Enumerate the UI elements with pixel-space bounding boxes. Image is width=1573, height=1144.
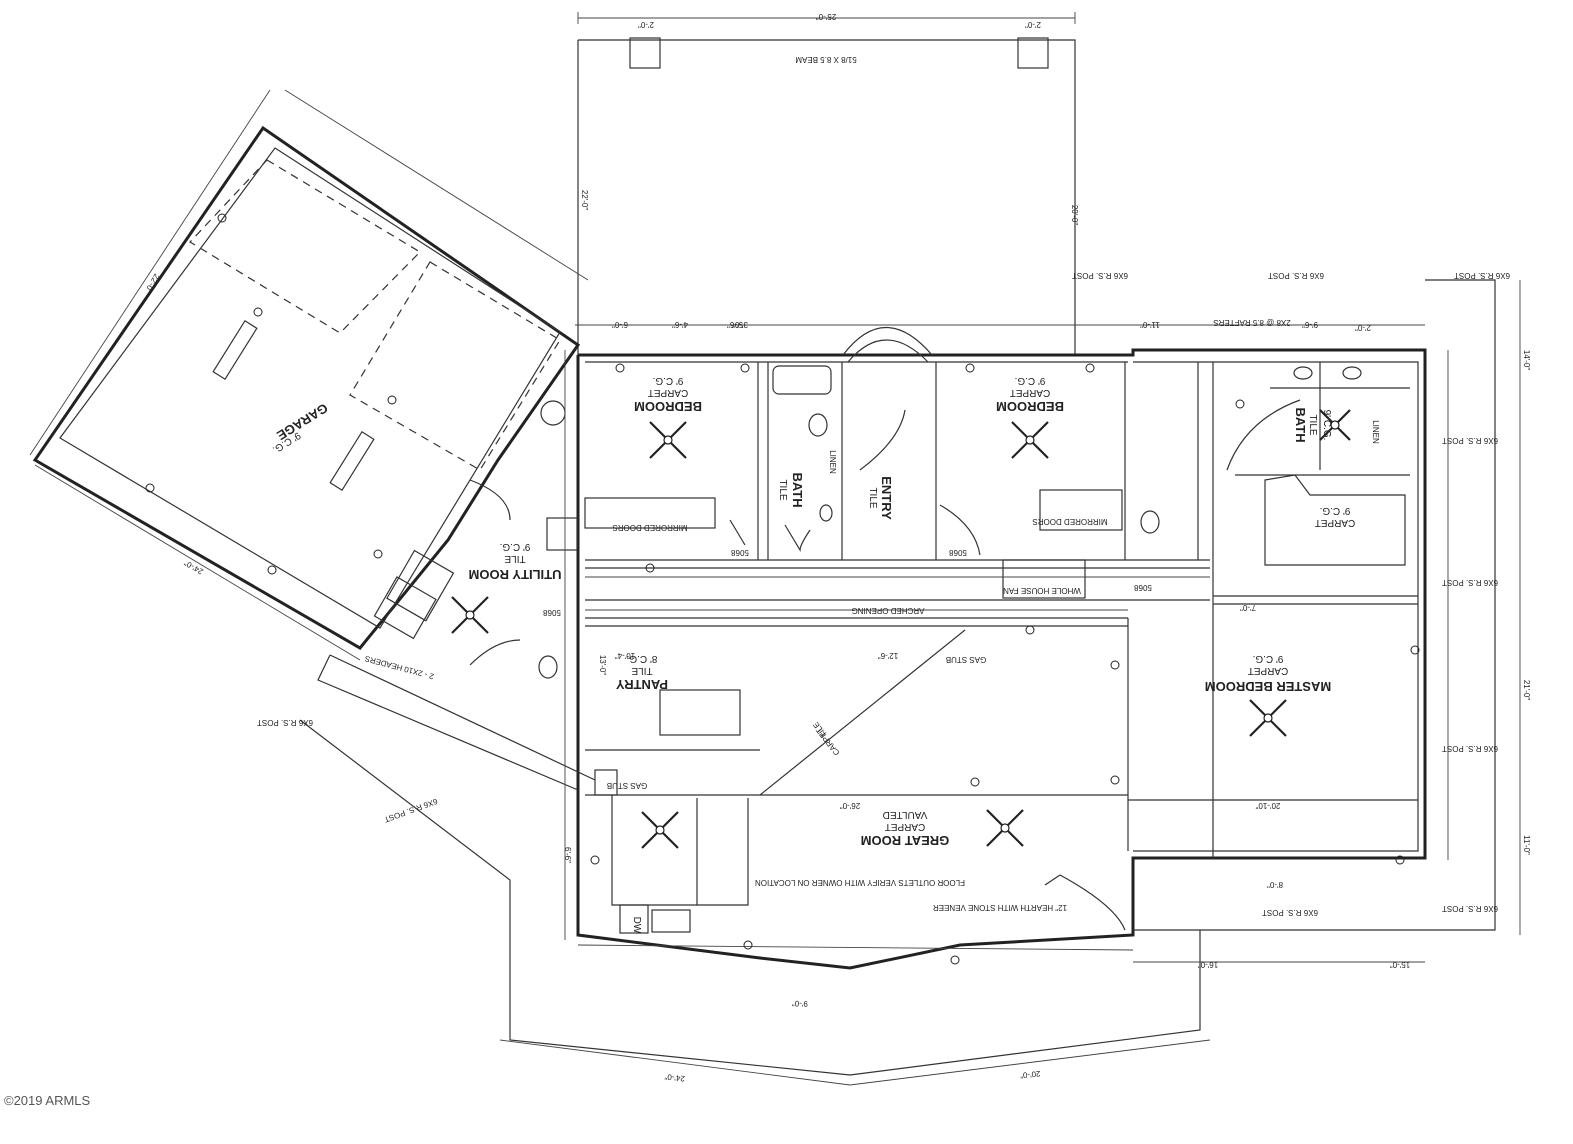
walls [32,37,1521,1086]
room-entry-floor: TILE [867,487,878,508]
room-master-bedroom-label: MASTER BEDROOM [1205,679,1331,694]
dim-seg-b: 4'-6" [672,320,688,329]
door-code-4: 5068 [543,608,561,617]
dim-pad-right: 2'-0" [1025,20,1041,29]
dim-right-2: 21'-0" [1522,680,1531,701]
dim-seg-f: 10'-4" [615,651,636,660]
room-utility-floor: TILE [504,553,525,564]
linen-label: LINEN [828,450,837,474]
dim-seg-o: 5'-6" [727,320,743,329]
dim-seg-d: 11'-0" [1140,320,1160,329]
room-bedroom-1-floor: CARPET [648,387,689,398]
master-closet-ceiling: 9' C.G. [1320,505,1351,516]
dimension-labels: 25'-0" 2'-0" 2'-0" 22'-0" 20'-0" 24'-0" … [143,12,1531,1083]
room-pantry-ceiling: 8' C.G. [627,653,658,664]
dim-bottom-right: 20'-0" [1020,1069,1041,1080]
post-note-8: 6X6 R.S. POST [1262,908,1318,917]
ceiling-fan-icon [1011,421,1049,459]
master-closet-floor: CARPET [1315,517,1356,528]
dim-seg-k: 16'-0" [1198,960,1219,969]
post-note-1: 6X6 R.S. POST [1072,271,1128,280]
headers-note: 2 - 2X10 HEADERS [364,654,435,681]
room-great-room-floor: CARPET [885,821,926,832]
post-note-9: 6X6 R.S. POST [257,718,313,727]
dim-porch-right: 20'-0" [1070,205,1079,226]
dimension-lines [29,12,1449,963]
dim-seg-j: 15'-0" [1390,960,1411,969]
room-entry-label: ENTRY [879,476,894,520]
room-bath-1-label: BATH [790,472,805,507]
dim-porch-left: 22'-0" [580,190,589,211]
floor-outlets-note: FLOOR OUTLETS VERIFY WITH OWNER ON LOCAT… [755,878,965,887]
room-bedroom-2-ceiling: 9' C.G. [1015,375,1046,386]
ceiling-fan-icon [1249,699,1287,737]
room-great-room-ceiling: VAULTED [883,809,928,820]
room-utility-ceiling: 9' C.G. [500,541,531,552]
ceiling-fan-icon [1319,409,1351,441]
watermark: ©2019 ARMLS [4,1093,91,1108]
dim-seg-l: 20'-10" [1255,801,1280,810]
dim-seg-a: 6'-0" [612,320,628,329]
dim-pad-left: 2'-0" [638,20,654,29]
room-bedroom-1-ceiling: 9' C.G. [653,375,684,386]
door-code-1: 5068 [731,548,749,557]
ceiling-fan-icon [649,421,687,459]
rafters-note: 2X8 @ 8.5 RAFTERS [1213,318,1290,327]
carpet-tile-note-2: TILE [811,720,829,739]
mirrored-doors-note-2: MIRRORED DOORS [1032,517,1107,526]
door-code-2: 5068 [949,548,967,557]
dim-seg-h: 8'-0" [1267,880,1283,889]
dim-seg-r: 6'-6" [563,847,572,863]
dim-right-1: 14'-0" [1522,350,1531,371]
dim-right-3: 11'-0" [1522,835,1531,855]
ceiling-fan-icon [451,596,489,634]
post-note-2: 6X6 R.S. POST [1268,271,1324,280]
room-utility-label: UTILITY ROOM [469,567,562,582]
room-great-room-label: GREAT ROOM [861,833,950,848]
dim-seg-n: 7'-0" [1240,603,1256,612]
room-bedroom-2-floor: CARPET [1010,387,1051,398]
room-bath-1-floor: TILE [777,479,788,500]
dim-seg-c: 3'-0" [732,320,748,329]
master-linen-label: LINEN [1371,420,1380,444]
dim-garage-side: 22'-0" [143,272,161,294]
arched-opening-note: ARCHED OPENING [852,606,925,615]
hearth-note: 12" HEARTH WITH STONE VENEER [933,903,1067,912]
room-bedroom-1-label: BEDROOM [634,399,702,414]
room-master-bedroom-ceiling: 9' C.G. [1253,653,1284,664]
whole-house-fan-note: WHOLE HOUSE FAN [1003,586,1081,595]
dim-top-span: 25'-0" [816,12,837,21]
mirrored-doors-note-1: MIRRORED DOORS [612,523,687,532]
room-bedroom-2-label: BEDROOM [996,399,1064,414]
room-master-bath-floor: TILE [1307,414,1318,435]
ceiling-fan-icon [641,811,679,849]
post-note-7: 6X6 R.S. POST [1442,904,1498,913]
room-pantry-label: PANTRY [616,677,668,692]
dim-bottom-left: 24'-0" [664,1072,685,1083]
gas-stub-note-2: GAS STUB [607,781,647,790]
post-note-3: 6X6 R.S. POST [1454,271,1510,280]
dishwasher-label: DW [631,917,642,934]
room-pantry-floor: TILE [631,665,652,676]
dim-seg-e: 9'-6" [1302,320,1318,329]
dim-garage-long: 24'-0" [183,558,205,576]
ceiling-fan-icon [986,809,1024,847]
dim-seg-m: 26'-0" [840,801,861,810]
dim-seg-i: 2'-0" [1355,323,1371,332]
post-note-6: 6X6 R.S. POST [1442,744,1498,753]
dim-seg-p: 13'-0" [598,655,607,676]
post-note-4: 6X6 R.S. POST [1442,436,1498,445]
post-note-5: 6X6 R.S. POST [1442,578,1498,587]
room-master-bath-ceiling: 9' C.G. [1321,410,1332,441]
room-master-bath-label: BATH [1293,407,1308,442]
room-master-bedroom-floor: CARPET [1248,665,1289,676]
light-fixture-icons [145,213,1420,965]
dim-seg-q: 9'-0" [792,999,809,1009]
gas-stub-note-1: GAS STUB [946,655,986,664]
beam-note: 51/8 X 8.5 BEAM [795,55,857,64]
door-code-3: 5068 [1134,583,1152,592]
dim-seg-g: 12'-6" [878,651,899,660]
